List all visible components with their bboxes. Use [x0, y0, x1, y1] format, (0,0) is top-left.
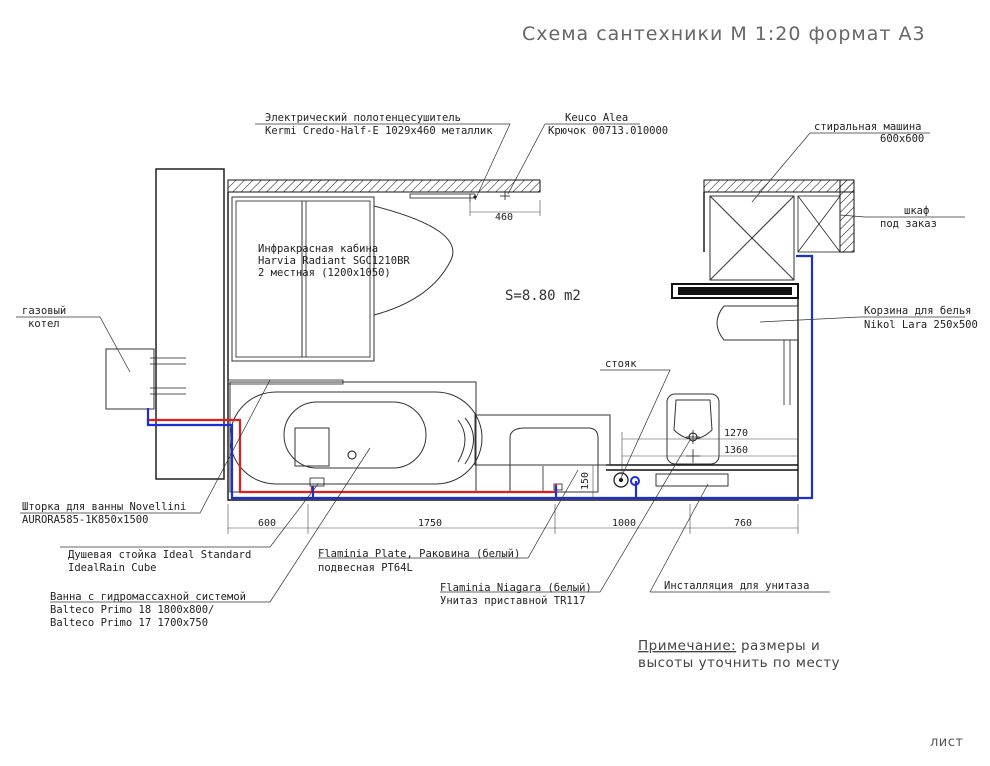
pipes	[146, 254, 814, 500]
gas-boiler	[105, 348, 186, 410]
dim-150: 150	[580, 472, 591, 490]
leaders	[16, 123, 965, 603]
dim-600: 600	[258, 518, 276, 529]
bathtub-label: Ванна с гидромассахной системой Balteco …	[50, 591, 252, 629]
dim-1000: 1000	[612, 518, 636, 529]
hot-water-pipe	[146, 418, 558, 494]
dimensions: 460 600 1750 1000 760 1270 1360 150	[227, 200, 799, 534]
towel-warmer	[409, 193, 477, 202]
top-wall-right	[703, 179, 855, 193]
cold-water-pipe-right	[612, 254, 814, 500]
dim-1750: 1750	[418, 518, 442, 529]
hook	[500, 192, 510, 200]
dim-1360: 1360	[724, 445, 748, 456]
sink	[474, 414, 611, 493]
toilet-label: Flaminia Niagara (белый) Унитаз приставн…	[440, 582, 598, 607]
dim-460: 460	[495, 212, 513, 223]
drawing-title: Схема сантехники М 1:20 формат А3	[522, 23, 926, 45]
towel-warmer-label: Электрический полотенцесушитель Kermi Cr…	[265, 112, 493, 137]
toilet	[655, 393, 729, 487]
walls	[155, 168, 855, 501]
shower-curtain-label: Шторка для ванны Novellini AURORA585-1K8…	[22, 501, 193, 526]
bathtub	[227, 379, 483, 493]
note: Примечание: размеры и высоты уточнить по…	[638, 638, 840, 671]
basket-label: Корзина для белья Nikol Lara 250x500	[864, 305, 978, 331]
riser-label: стояк	[605, 358, 637, 370]
left-wall	[155, 168, 225, 480]
installation-label: Инсталляция для унитаза	[664, 580, 809, 592]
hook-label: Keuco Alea Крючок 00713.010000	[548, 112, 668, 137]
washer-label: стиральная машина 600x600	[814, 121, 928, 145]
cold-water-pipe	[146, 408, 612, 500]
washing-machine	[709, 195, 795, 281]
laundry-basket	[716, 305, 799, 405]
sink-label: Flaminia Plate, Раковина (белый) подвесн…	[318, 548, 527, 574]
sheet-label: лист	[930, 735, 963, 750]
cabinet	[797, 195, 841, 253]
ir-cabin: Инфракрасная кабина Harvia Radiant SGC12…	[231, 196, 454, 362]
shower-rack-label: Душевая стойка Ideal Standard IdealRain …	[68, 549, 258, 574]
top-wall-left	[227, 179, 541, 193]
ir-cabin-label: Инфракрасная кабина Harvia Radiant SGC12…	[258, 243, 416, 279]
gas-boiler-label: газовый котел	[22, 305, 73, 330]
dim-1270: 1270	[724, 428, 748, 439]
area-label: S=8.80 m2	[505, 288, 581, 304]
dim-760: 760	[734, 518, 752, 529]
room-outline	[227, 192, 799, 501]
cabinet-label: шкаф под заказ	[880, 205, 937, 230]
